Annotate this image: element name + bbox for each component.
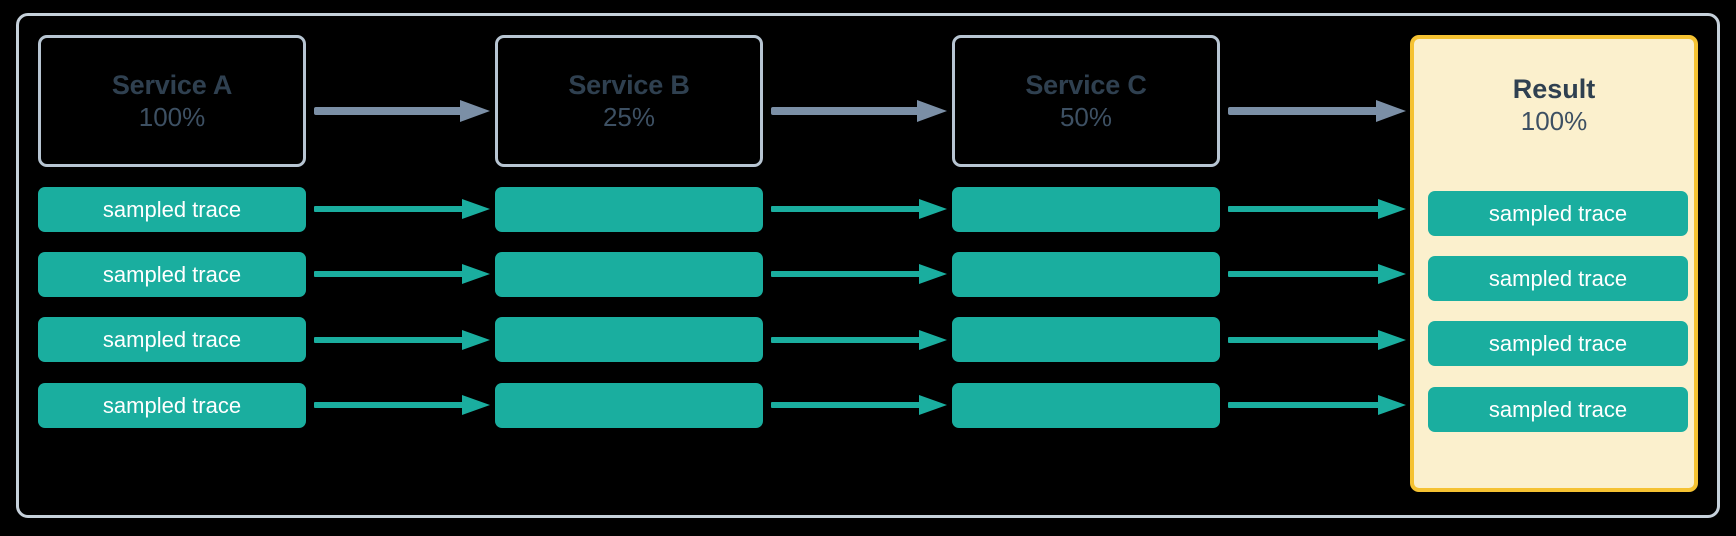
trace-bar-label: sampled trace <box>1488 330 1628 356</box>
result-title: Result <box>1512 73 1596 104</box>
result-panel[interactable]: Result 100% sampled trace sampled trace … <box>1410 35 1698 492</box>
service-a-title: Service A <box>111 69 233 100</box>
arrow-right-icon-trace-row-3-c-to-result <box>1228 327 1406 353</box>
arrow-right-icon-trace-row-3-b-to-c <box>771 327 947 353</box>
service-b-percent: 25% <box>602 101 656 132</box>
trace-bar-result-row-3[interactable]: sampled trace <box>1428 321 1688 366</box>
arrow-right-icon-trace-row-2-b-to-c <box>771 261 947 287</box>
trace-bar-result-row-4[interactable]: sampled trace <box>1428 387 1688 432</box>
trace-bar-result-row-1[interactable]: sampled trace <box>1428 191 1688 236</box>
trace-bar-label: sampled trace <box>1488 200 1628 226</box>
service-b-title: Service B <box>568 69 690 100</box>
trace-bar-label: sampled trace <box>102 392 242 418</box>
trace-bar-label: sampled trace <box>102 326 242 352</box>
arrow-right-icon-trace-row-2-a-to-b <box>314 261 490 287</box>
trace-bar-label: sampled trace <box>1488 396 1628 422</box>
trace-bar-service-b-row-1[interactable] <box>495 187 763 232</box>
trace-bar-service-a-row-3[interactable]: sampled trace <box>38 317 306 362</box>
arrow-right-icon-service-c-to-result <box>1228 98 1406 124</box>
arrow-right-icon-trace-row-4-b-to-c <box>771 392 947 418</box>
trace-bar-service-b-row-3[interactable] <box>495 317 763 362</box>
service-box-service-c[interactable]: Service C 50% <box>952 35 1220 167</box>
trace-bar-label: sampled trace <box>102 261 242 287</box>
service-box-service-b[interactable]: Service B 25% <box>495 35 763 167</box>
trace-bar-label: sampled trace <box>1488 265 1628 291</box>
service-c-percent: 50% <box>1059 101 1113 132</box>
result-percent: 100% <box>1520 105 1588 136</box>
arrow-right-icon-trace-row-4-c-to-result <box>1228 392 1406 418</box>
trace-bar-result-row-2[interactable]: sampled trace <box>1428 256 1688 301</box>
service-a-percent: 100% <box>138 101 206 132</box>
trace-bar-service-a-row-2[interactable]: sampled trace <box>38 252 306 297</box>
arrow-right-icon-trace-row-3-a-to-b <box>314 327 490 353</box>
service-box-service-a[interactable]: Service A 100% <box>38 35 306 167</box>
arrow-right-icon-service-a-to-b <box>314 98 490 124</box>
result-header: Result 100% <box>1414 39 1694 171</box>
trace-bar-service-b-row-2[interactable] <box>495 252 763 297</box>
trace-bar-service-c-row-1[interactable] <box>952 187 1220 232</box>
trace-bar-service-c-row-4[interactable] <box>952 383 1220 428</box>
trace-bar-label: sampled trace <box>102 196 242 222</box>
trace-bar-service-a-row-1[interactable]: sampled trace <box>38 187 306 232</box>
service-c-title: Service C <box>1025 69 1147 100</box>
arrow-right-icon-trace-row-1-c-to-result <box>1228 196 1406 222</box>
arrow-right-icon-trace-row-1-b-to-c <box>771 196 947 222</box>
arrow-right-icon-trace-row-4-a-to-b <box>314 392 490 418</box>
trace-bar-service-c-row-3[interactable] <box>952 317 1220 362</box>
trace-bar-service-c-row-2[interactable] <box>952 252 1220 297</box>
diagram-outer-frame <box>16 13 1720 518</box>
arrow-right-icon-trace-row-1-a-to-b <box>314 196 490 222</box>
arrow-right-icon-trace-row-2-c-to-result <box>1228 261 1406 287</box>
arrow-right-icon-service-b-to-c <box>771 98 947 124</box>
trace-bar-service-a-row-4[interactable]: sampled trace <box>38 383 306 428</box>
trace-bar-service-b-row-4[interactable] <box>495 383 763 428</box>
